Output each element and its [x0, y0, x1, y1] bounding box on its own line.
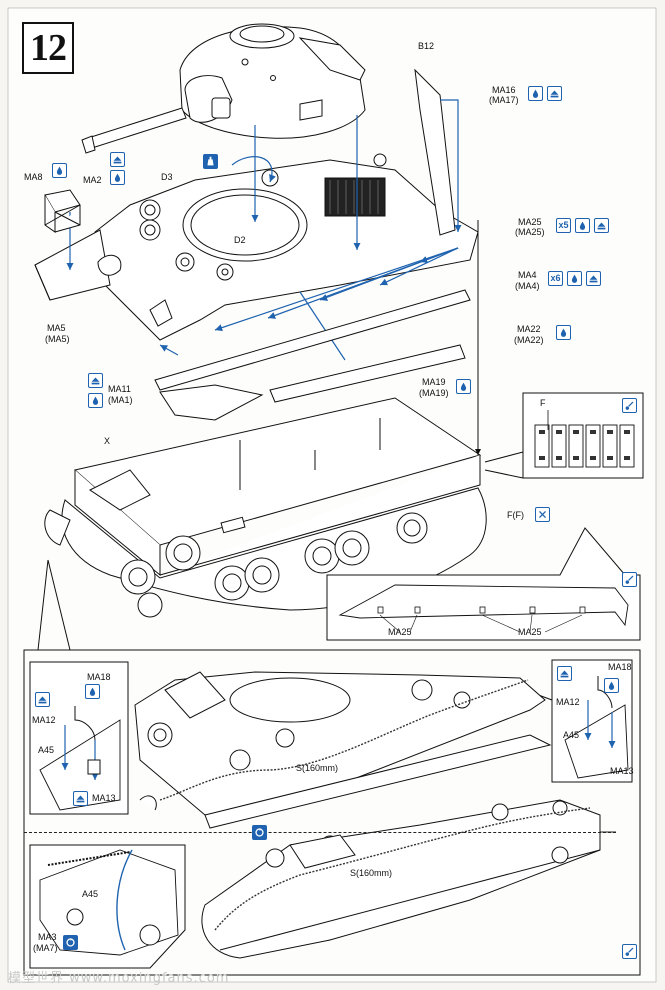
label-ma17: (MA17) — [489, 95, 519, 105]
label-ma5-paren: (MA5) — [45, 334, 70, 344]
bend-up-icon — [35, 692, 50, 707]
paint-brush-icon — [622, 944, 637, 959]
assembly-arrows-upper — [66, 99, 462, 361]
label-ma7-paren: (MA7) — [33, 943, 58, 953]
paint-brush-icon — [622, 398, 637, 413]
label-ma19: MA19 — [422, 377, 446, 387]
bend-up-icon — [547, 86, 562, 101]
part-ma8 — [44, 189, 81, 233]
label-ma12-left: MA12 — [32, 715, 56, 725]
label-ma13-right: MA13 — [610, 766, 634, 776]
wire-upper — [159, 679, 529, 801]
label-ma19-paren: (MA19) — [419, 388, 449, 398]
label-s160-lower: S(160mm) — [350, 868, 393, 878]
sponson-strips — [154, 289, 471, 421]
detail-sponson-ma25 — [326, 527, 641, 641]
paint-drop-icon — [528, 86, 543, 101]
label-b12: B12 — [418, 41, 435, 51]
step-number-box: 12 — [22, 22, 74, 74]
paint-drop-icon — [52, 163, 67, 178]
label-a45-left: A45 — [38, 745, 55, 755]
paint-drop-icon — [110, 170, 125, 185]
paint-drop-icon — [88, 393, 103, 408]
dashed-divider — [24, 832, 616, 833]
label-ma12-right: MA12 — [556, 697, 580, 707]
wire-lower — [214, 807, 591, 931]
label-ma8: MA8 — [24, 172, 43, 182]
detail-wiring-frame — [23, 559, 641, 976]
label-ma18-right: MA18 — [608, 662, 632, 672]
label-ma4: MA4 — [518, 270, 537, 280]
paint-drop-icon — [567, 271, 582, 286]
rotate-view-icon — [63, 935, 78, 950]
label-f: F — [540, 398, 546, 408]
label-d3: D3 — [161, 172, 173, 182]
cut-icon — [535, 507, 550, 522]
upper-hull-drawing — [34, 68, 479, 341]
detail-track-links — [484, 392, 644, 479]
paint-brush-icon — [622, 572, 637, 587]
bend-up-icon — [586, 271, 601, 286]
paint-drop-icon — [556, 325, 571, 340]
label-ma3: MA3 — [38, 932, 57, 942]
inset-left-antenna — [29, 661, 129, 815]
label-ma1-paren: (MA1) — [108, 395, 133, 405]
label-ma11: MA11 — [108, 384, 131, 394]
quantity-x6: x6 — [548, 271, 563, 286]
step-number: 12 — [30, 27, 67, 69]
label-a45-bottom: A45 — [82, 889, 99, 899]
label-ma18-left: MA18 — [87, 672, 111, 682]
wiring-hull-lower — [201, 799, 601, 959]
label-x: X — [104, 436, 111, 446]
label-ma13-left: MA13 — [92, 793, 116, 803]
wiring-hull-upper — [134, 671, 552, 829]
label-ma16: MA16 — [492, 85, 516, 95]
watermark: 模型世界 www.moxingfans.com — [8, 971, 230, 986]
label-ma25: MA25 — [518, 217, 542, 227]
paint-drop-icon — [456, 379, 471, 394]
turret-drawing — [81, 23, 366, 154]
rotate-view-icon — [252, 825, 267, 840]
label-ma22: MA22 — [517, 324, 541, 334]
label-ma22-paren: (MA22) — [514, 335, 544, 345]
label-ma5: MA5 — [47, 323, 66, 333]
label-ma25-detail-a: MA25 — [388, 627, 412, 637]
bend-up-icon — [594, 218, 609, 233]
label-a45-right: A45 — [563, 730, 580, 740]
glue-bottle-icon — [203, 154, 218, 169]
bend-up-icon — [557, 666, 572, 681]
label-s160-upper: S(160mm) — [296, 763, 339, 773]
paint-drop-icon — [604, 678, 619, 693]
paint-drop-icon — [575, 218, 590, 233]
label-ma25-detail-b: MA25 — [518, 627, 542, 637]
label-ma4-paren: (MA4) — [515, 281, 540, 291]
bend-up-icon — [88, 373, 103, 388]
label-d2: D2 — [234, 235, 246, 245]
bend-up-icon — [110, 152, 125, 167]
label-ma25-paren: (MA25) — [515, 227, 545, 237]
label-ff: F(F) — [507, 510, 524, 520]
label-ma2: MA2 — [83, 175, 102, 185]
quantity-x5: x5 — [556, 218, 571, 233]
bend-up-icon — [73, 791, 88, 806]
paint-drop-icon — [85, 684, 100, 699]
